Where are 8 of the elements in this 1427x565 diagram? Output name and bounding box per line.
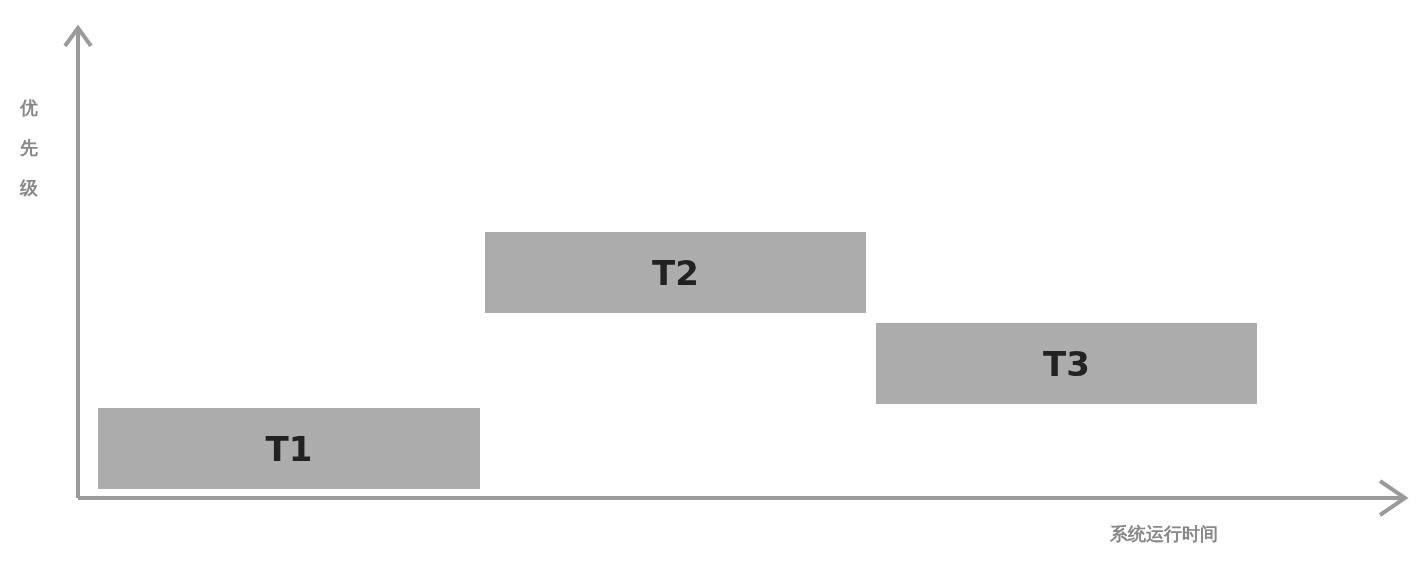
- task-label: T3: [1043, 343, 1090, 384]
- task-bar: [485, 232, 866, 313]
- task-label: T2: [652, 252, 699, 293]
- x-axis-label: 系统运行时间: [1110, 522, 1218, 546]
- task-bar: [98, 408, 480, 489]
- task-label: T1: [265, 428, 313, 469]
- task-bar: [876, 323, 1257, 404]
- y-axis-label: 优先级: [20, 96, 39, 200]
